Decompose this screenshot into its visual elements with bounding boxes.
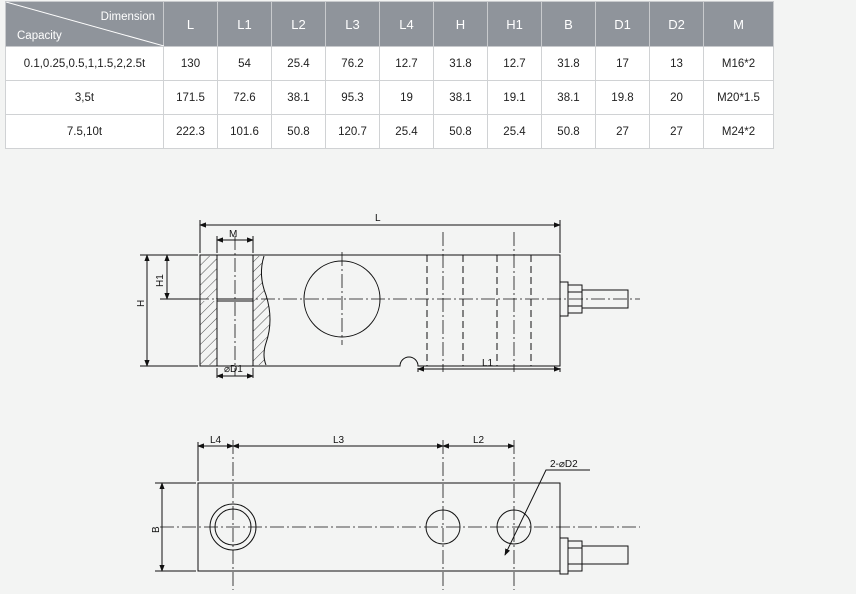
value-cell: 19: [379, 80, 434, 115]
value-cell: 27: [649, 114, 704, 149]
header-l: L: [163, 1, 218, 47]
header-m: M: [703, 1, 774, 47]
side-cable: [581, 289, 629, 309]
value-cell: 72.6: [217, 80, 272, 115]
value-cell: 54: [217, 46, 272, 81]
dim-label-l1: L1: [482, 358, 494, 369]
diagonal-divider: [6, 2, 164, 46]
header-h1: H1: [487, 1, 542, 47]
value-cell: 19.8: [595, 80, 650, 115]
value-cell: M24*2: [703, 114, 774, 149]
top-connector-body: [567, 540, 583, 572]
dimension-label: Dimension: [100, 11, 155, 23]
header-d2: D2: [649, 1, 704, 47]
table-header-row: Dimension Capacity L L1 L2 L3 L4 H H1 B …: [5, 1, 774, 47]
value-cell: M16*2: [703, 46, 774, 81]
value-cell: 50.8: [541, 114, 596, 149]
dim-label-l4: L4: [210, 435, 222, 446]
side-hatch-left-top: [200, 256, 217, 299]
top-center-lines: [160, 440, 640, 590]
d2-leader: [504, 469, 590, 556]
side-hatch-left-bottom: [200, 301, 217, 365]
value-cell: 31.8: [541, 46, 596, 81]
value-cell: 27: [595, 114, 650, 149]
side-hatch-right: [253, 256, 270, 365]
value-cell: 20: [649, 80, 704, 115]
value-cell: 50.8: [433, 114, 488, 149]
value-cell: 130: [163, 46, 218, 81]
header-l2: L2: [271, 1, 326, 47]
value-cell: 12.7: [379, 46, 434, 81]
side-hidden-lines: [426, 255, 532, 366]
header-l4: L4: [379, 1, 434, 47]
dim-label-l3: L3: [333, 435, 345, 446]
table-row: 7.5,10t 222.3 101.6 50.8 120.7 25.4 50.8…: [5, 114, 774, 149]
value-cell: 25.4: [379, 114, 434, 149]
dim-label-h1: H1: [155, 274, 166, 287]
value-cell: 25.4: [271, 46, 326, 81]
value-cell: 25.4: [487, 114, 542, 149]
dim-label-h: H: [136, 300, 147, 307]
side-break-line: [260, 255, 271, 366]
dim-label-l2: L2: [473, 435, 485, 446]
dim-label-d1: ⌀D1: [224, 364, 243, 375]
value-cell: 50.8: [271, 114, 326, 149]
table-row: 0.1,0.25,0.5,1,1.5,2,2.5t 130 54 25.4 76…: [5, 46, 774, 81]
capacity-cell: 3,5t: [5, 80, 164, 115]
capacity-label: Capacity: [17, 30, 62, 42]
side-center-lines: [195, 232, 640, 376]
value-cell: 38.1: [541, 80, 596, 115]
dimension-table: Dimension Capacity L L1 L2 L3 L4 H H1 B …: [5, 1, 774, 149]
corner-header-cell: Dimension Capacity: [5, 1, 164, 47]
value-cell: 222.3: [163, 114, 218, 149]
value-cell: 13: [649, 46, 704, 81]
value-cell: 12.7: [487, 46, 542, 81]
dim-label-d2: 2-⌀D2: [550, 459, 578, 470]
header-b: B: [541, 1, 596, 47]
value-cell: M20*1.5: [703, 80, 774, 115]
value-cell: 38.1: [271, 80, 326, 115]
header-h: H: [433, 1, 488, 47]
side-body-outline: [199, 254, 561, 367]
value-cell: 38.1: [433, 80, 488, 115]
dim-label-m: M: [229, 229, 237, 240]
top-cable: [581, 545, 629, 565]
top-view: [155, 440, 640, 590]
dim-label-b: B: [151, 526, 162, 533]
value-cell: 120.7: [325, 114, 380, 149]
value-cell: 76.2: [325, 46, 380, 81]
top-connector-nut: [559, 537, 569, 575]
capacity-cell: 7.5,10t: [5, 114, 164, 149]
capacity-cell: 0.1,0.25,0.5,1,1.5,2,2.5t: [5, 46, 164, 81]
dim-label-l: L: [375, 213, 381, 224]
side-view: [140, 220, 640, 379]
